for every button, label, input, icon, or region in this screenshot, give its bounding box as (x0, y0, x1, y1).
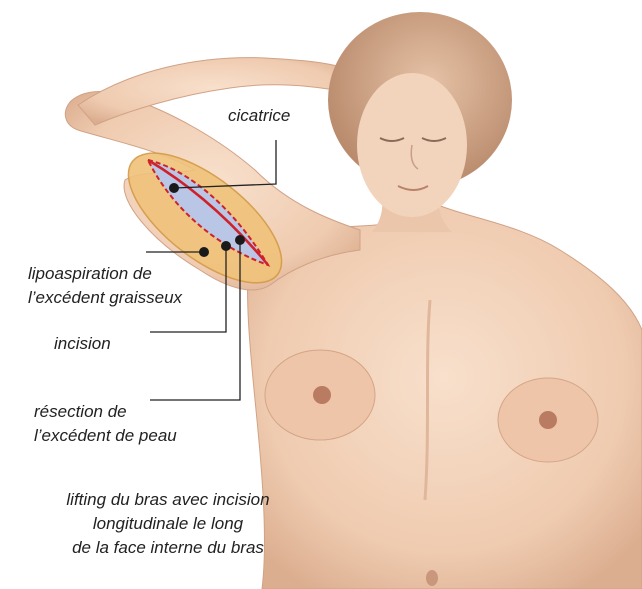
label-lipoaspiration: lipoaspiration de l’excédent graisseux (28, 262, 182, 310)
label-resection: résection de l’excédent de peau (34, 400, 177, 448)
nipple-right (539, 411, 557, 429)
dot-lipo (199, 247, 209, 257)
dot-resection (235, 235, 245, 245)
label-lipo-line1: lipoaspiration de (28, 262, 182, 286)
caption-line1: lifting du bras avec incision (18, 488, 318, 512)
label-resection-line2: l’excédent de peau (34, 424, 177, 448)
label-incision: incision (54, 332, 111, 356)
dot-cicatrice (169, 183, 179, 193)
label-cicatrice: cicatrice (228, 104, 290, 128)
label-resection-line1: résection de (34, 400, 177, 424)
navel (426, 570, 438, 586)
nipple-left (313, 386, 331, 404)
dot-incision (221, 241, 231, 251)
forearm (78, 58, 350, 125)
label-lipo-line2: l’excédent graisseux (28, 286, 182, 310)
caption: lifting du bras avec incision longitudin… (18, 488, 318, 560)
caption-line2: longitudinale le long (18, 512, 318, 536)
caption-line3: de la face interne du bras (18, 536, 318, 560)
